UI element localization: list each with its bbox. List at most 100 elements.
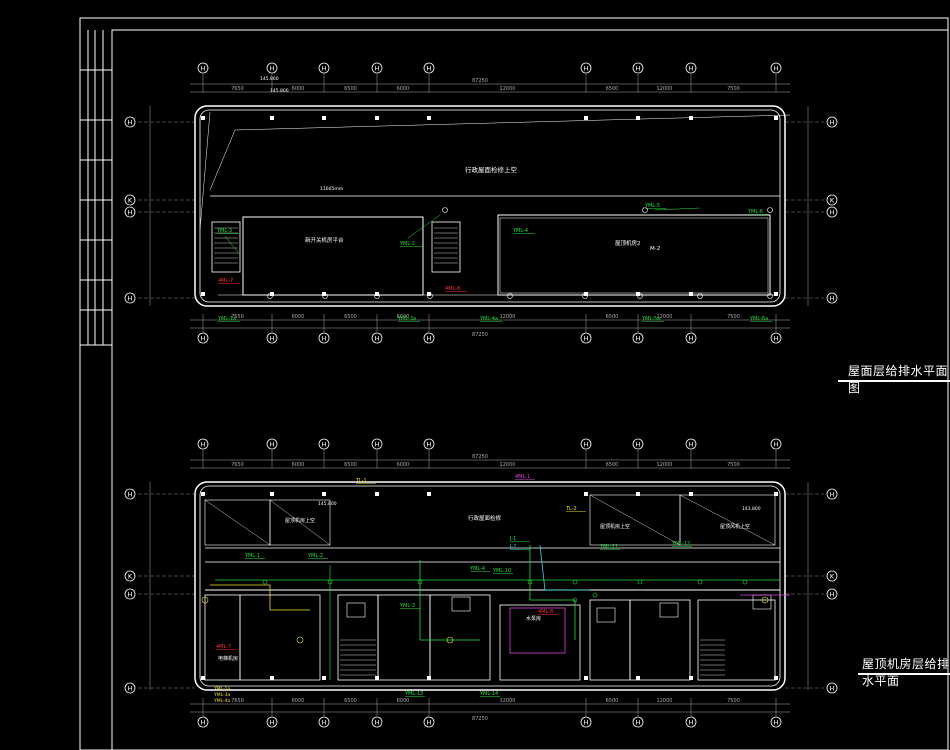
pipe-tag: YML-1a: [217, 316, 236, 322]
axis-bubble-bottom: [423, 332, 435, 344]
pipe-valve: [327, 579, 333, 585]
upper-room: [679, 494, 776, 546]
axis-bubble-right-label: H: [830, 491, 835, 499]
axis-bubble-bottom: [685, 716, 697, 728]
pipe-riser: [761, 596, 769, 604]
axis-bubble-top: [423, 62, 435, 74]
pipe-tag: YML-4a: [479, 316, 498, 322]
axis-bubble-bottom: [423, 716, 435, 728]
column: [201, 492, 205, 496]
dim-top: 12000: [657, 462, 673, 468]
equipment: [451, 596, 471, 612]
axis-bubble-top-label: H: [774, 65, 779, 73]
label-elev2: 143.800: [742, 506, 761, 512]
axis-bubble-top: [423, 438, 435, 450]
pipe-valve: [592, 592, 598, 598]
axis-bubble-bottom: [685, 332, 697, 344]
dim-bot: 6000: [397, 314, 410, 320]
axis-bubble-top: [685, 62, 697, 74]
axis-bubble-bottom-label: H: [427, 719, 432, 727]
sheet-frame: [79, 17, 949, 750]
dim-top: 6000: [397, 86, 410, 92]
axis-bubble-top: [197, 438, 209, 450]
axis-bubble-bottom-label: H: [689, 719, 694, 727]
axis-bubble-bottom-label: H: [636, 719, 641, 727]
dim-top: 6000: [397, 462, 410, 468]
roof-drain: [767, 293, 773, 299]
column: [689, 676, 693, 680]
dim-overall-top: 87250: [472, 454, 488, 460]
label-dim-mid: 11605mm: [320, 186, 343, 192]
pipe-tag: TL-2: [565, 506, 577, 512]
pipe-tag: J-1: [509, 536, 516, 542]
axis-bubble-bottom-label: H: [201, 719, 206, 727]
pipe-valve: [262, 579, 268, 585]
axis-bubble-right-label: H: [830, 295, 835, 303]
dim-bot: 12000: [657, 314, 673, 320]
axis-bubble-bottom: [580, 716, 592, 728]
equipment: [596, 607, 616, 623]
axis-bubble-left: [124, 292, 136, 304]
column: [375, 116, 379, 120]
pipe-valve: [527, 579, 533, 585]
axis-bubble-bottom-label: H: [584, 335, 589, 343]
axis-bubble-right: [826, 116, 838, 128]
column: [774, 492, 778, 496]
label-elev1: 145.800: [318, 501, 337, 507]
axis-bubble-top: [580, 62, 592, 74]
axis-bubble-left: [124, 206, 136, 218]
column: [689, 492, 693, 496]
label-pipe-room: 水泵房: [526, 615, 541, 622]
axis-bubble-top-label: H: [427, 441, 432, 449]
axis-bubble-top-label: H: [636, 441, 641, 449]
axis-bubble-right: [826, 570, 838, 582]
dim-top: 7650: [231, 86, 244, 92]
column: [375, 492, 379, 496]
axis-bubble-top: [770, 62, 782, 74]
dim-bot: 6000: [397, 698, 410, 704]
roof-drain: [642, 207, 648, 213]
column: [270, 492, 274, 496]
roof-drain: [442, 207, 448, 213]
upper-room: [269, 499, 331, 546]
axis-bubble-right-label: H: [830, 685, 835, 693]
axis-bubble-left: [124, 116, 136, 128]
label-elev1: 145.860: [260, 76, 279, 82]
column: [636, 492, 640, 496]
axis-bubble-left-label: H: [128, 209, 133, 217]
axis-bubble-right-label: H: [830, 119, 835, 127]
dim-top: 7500: [727, 86, 740, 92]
axis-bubble-top-label: H: [689, 65, 694, 73]
axis-bubble-right: [826, 488, 838, 500]
dim-top: 6500: [606, 462, 619, 468]
roof-drain: [427, 293, 433, 299]
plan2-title: 屋顶机房层给排水平面: [862, 657, 950, 688]
dim-top: 6000: [292, 86, 305, 92]
axis-bubble-left-label: K: [128, 573, 133, 581]
equipment: [659, 602, 679, 618]
column: [427, 116, 431, 120]
axis-bubble-bottom-label: H: [375, 719, 380, 727]
axis-bubble-right-label: H: [830, 209, 835, 217]
axis-bubble-right-label: K: [830, 573, 835, 581]
axis-bubble-bottom-label: H: [774, 335, 779, 343]
axis-bubble-top: [197, 62, 209, 74]
pipe-tag: 4ML-7: [218, 278, 233, 284]
dim-bot: 7650: [231, 314, 244, 320]
axis-bubble-left-label: H: [128, 491, 133, 499]
void-cross: [269, 499, 331, 546]
pipe-leader: [654, 207, 701, 211]
pipe-leader: [224, 235, 241, 256]
pipe-run-yellow: [210, 584, 310, 611]
pipe-tag: 4ML-7: [216, 644, 231, 650]
axis-bubble-left-label: H: [128, 295, 133, 303]
pipe-tag: YML-4: [512, 228, 528, 234]
column: [636, 116, 640, 120]
column: [201, 292, 205, 296]
axis-bubble-bottom: [580, 332, 592, 344]
pipe-tag: J-2: [509, 544, 516, 550]
roof-drain: [322, 293, 328, 299]
dim-bot: 6000: [292, 314, 305, 320]
